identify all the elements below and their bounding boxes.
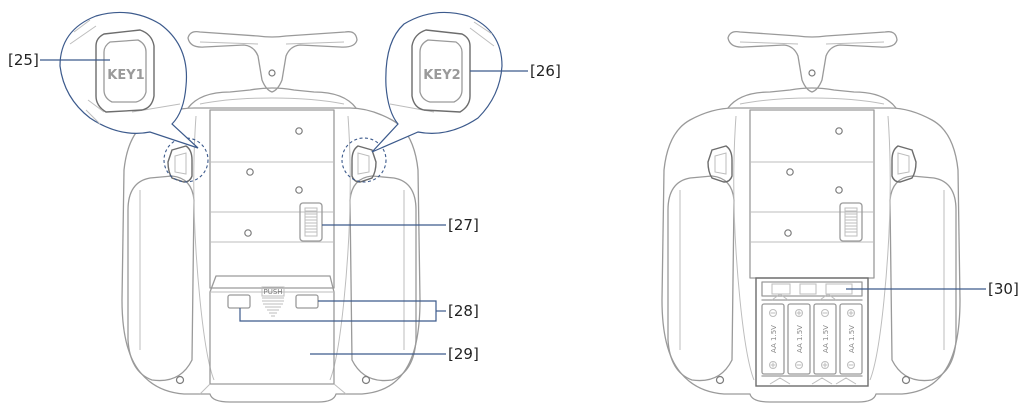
screw (835, 186, 843, 194)
callout-30: [30] (846, 280, 1019, 298)
key1-label: KEY1 (107, 68, 144, 83)
callout-26-label: [26] (530, 62, 561, 80)
screw (295, 127, 303, 135)
key2-label: KEY2 (423, 68, 460, 83)
screw (244, 229, 252, 237)
screw (715, 375, 725, 385)
left-grip (127, 175, 195, 382)
left-controller: PUSH (121, 30, 421, 403)
right-grip (349, 175, 417, 382)
screw (786, 168, 794, 176)
screw (784, 229, 792, 237)
upper-shoulder (187, 87, 357, 109)
key1-highlight (163, 137, 209, 183)
latch-left (227, 294, 251, 309)
callout-25-label: [25] (8, 51, 39, 69)
body-outline (661, 107, 961, 403)
compartment-frame (755, 277, 869, 387)
battery-compartment: AA 1.5V AA 1.5V AA 1.5V AA 1.5V (755, 277, 869, 387)
back-panel (749, 109, 875, 279)
body-outline (121, 107, 421, 403)
screw (246, 168, 254, 176)
key2-button-body (351, 145, 377, 183)
battery-label-2: AA 1.5V (796, 325, 804, 353)
callout-27: [27] (322, 216, 479, 234)
callout-28: [28] (239, 300, 479, 322)
battery-slot-2 (787, 303, 811, 375)
handle-screw (808, 69, 816, 77)
latch-right (295, 294, 319, 309)
callout-29-label: [29] (448, 345, 479, 363)
battery-label-4: AA 1.5V (848, 325, 856, 353)
screw (175, 375, 185, 385)
thumb-wheel (839, 202, 863, 242)
callout-27-label: [27] (448, 216, 479, 234)
magnifier-key2: KEY2 (371, 11, 503, 153)
callout-29: [29] (310, 345, 479, 363)
right-grip (889, 175, 957, 382)
callout-30-label: [30] (988, 280, 1019, 298)
top-handle (727, 30, 898, 93)
battery-cover: PUSH (209, 275, 335, 385)
screw (901, 375, 911, 385)
callout-26: [26] (470, 62, 561, 80)
back-panel (209, 109, 335, 289)
screw (361, 375, 371, 385)
battery-slot-1 (761, 303, 785, 375)
battery-slot-3 (813, 303, 837, 375)
battery-label-1: AA 1.5V (770, 325, 778, 353)
handle-screw (268, 69, 276, 77)
battery-label-3: AA 1.5V (822, 325, 830, 353)
battery-slot-4 (839, 303, 863, 375)
top-handle (187, 30, 358, 93)
screw (295, 186, 303, 194)
right-controller: AA 1.5V AA 1.5V AA 1.5V AA 1.5V (661, 30, 961, 403)
callout-25: [25] (8, 51, 110, 69)
thumb-wheel (299, 202, 323, 242)
push-label: PUSH (263, 288, 282, 296)
screw (835, 127, 843, 135)
magnifier-key1: KEY1 (59, 11, 199, 149)
key1-button-body (167, 145, 193, 183)
left-grip (667, 175, 735, 382)
callout-28-label: [28] (448, 302, 479, 320)
key2-highlight (341, 137, 387, 183)
